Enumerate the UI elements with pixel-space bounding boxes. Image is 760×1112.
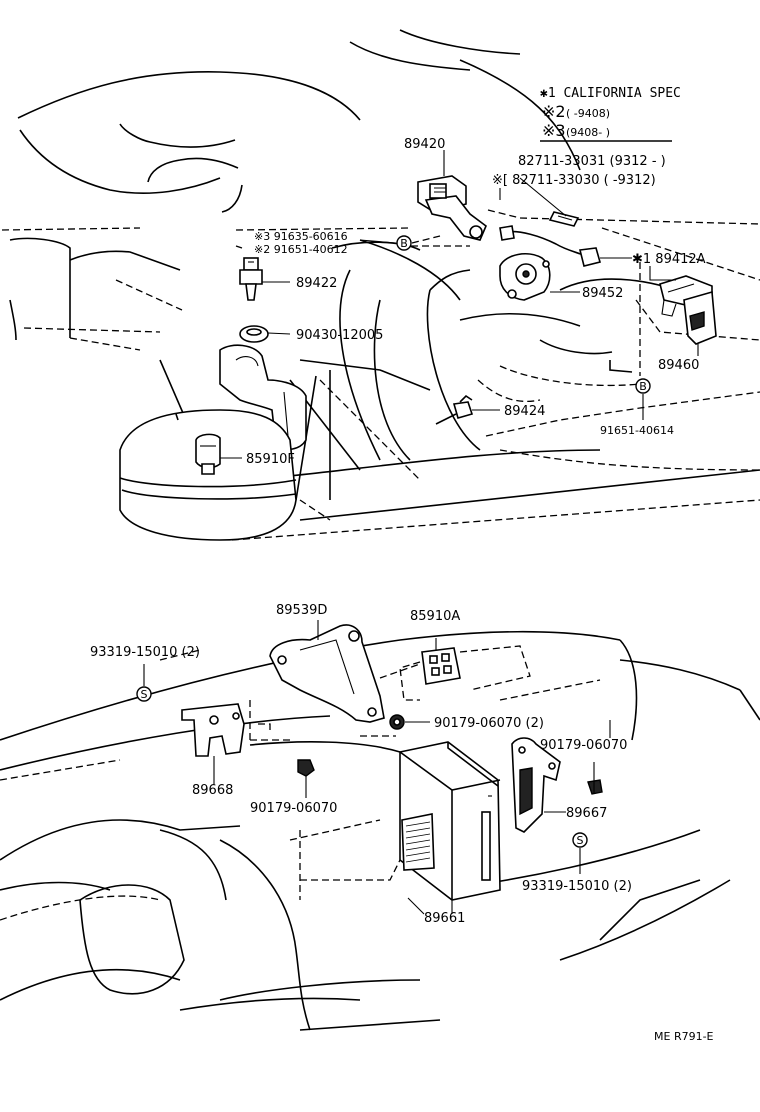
part-89424-sensor bbox=[435, 394, 474, 425]
part-89460-map-sensor bbox=[659, 275, 717, 345]
nut-90179-left bbox=[297, 759, 315, 777]
part-89420-vacuum-switching-valve bbox=[417, 175, 487, 241]
label-91635-60616: ※3 91635-60616 bbox=[254, 230, 348, 243]
diagram-code: ME R791-E bbox=[654, 1030, 714, 1043]
label-89452: 89452 bbox=[582, 286, 623, 301]
legend-range-3: (9408- ) bbox=[566, 126, 610, 139]
label-89668: 89668 bbox=[192, 783, 233, 798]
label-82711-33030: ※[ 82711-33030 ( -9312) bbox=[492, 173, 656, 188]
label-90179-06070-2: 90179-06070 (2) bbox=[434, 716, 544, 731]
legend-mark-3: ※3 bbox=[542, 121, 566, 140]
label-89661: 89661 bbox=[424, 911, 465, 926]
part-89668-bracket bbox=[181, 703, 245, 784]
leader-lines-top bbox=[220, 150, 699, 459]
screw-marker-s-left: S bbox=[136, 686, 152, 702]
part-89539d-bracket bbox=[269, 624, 385, 723]
label-90179-06070-right: 90179-06070 bbox=[540, 738, 627, 753]
legend-mark-2: ※2 bbox=[542, 102, 566, 121]
screw-marker-s-right: S bbox=[572, 832, 588, 848]
part-89667-bracket bbox=[511, 737, 561, 833]
label-89460: 89460 bbox=[658, 358, 699, 373]
label-89667: 89667 bbox=[566, 806, 607, 821]
nut-90179-right bbox=[587, 779, 603, 795]
label-90430-12005: 90430-12005 bbox=[296, 328, 383, 343]
label-89420: 89420 bbox=[404, 137, 445, 152]
labels-top: 89420 82711-33031 (9312 - ) ※[ 82711-330… bbox=[246, 137, 706, 467]
label-85910a: 85910A bbox=[410, 609, 460, 624]
engine-bay-outline bbox=[1, 29, 760, 541]
marker-b-label: B bbox=[400, 237, 408, 250]
bolt-marker-b-upper: B bbox=[396, 235, 412, 251]
label-91651-40612: ※2 91651-40612 bbox=[254, 243, 348, 256]
part-82711-wire-harness bbox=[499, 211, 601, 267]
label-93319-15010-right: 93319-15010 (2) bbox=[522, 879, 632, 894]
label-91651-40614: 91651-40614 bbox=[600, 424, 674, 437]
label-93319-15010-left: 93319-15010 (2) bbox=[90, 645, 200, 660]
legend: ✱1 CALIFORNIA SPEC ※2 ( -9408) ※3 (9408-… bbox=[540, 86, 681, 142]
part-85910f-connector bbox=[195, 433, 221, 475]
dashboard-outline bbox=[0, 630, 760, 1031]
leader-lines-bottom bbox=[143, 620, 611, 915]
part-89661-ecu bbox=[399, 741, 501, 901]
label-89424: 89424 bbox=[504, 404, 545, 419]
part-89422-intake-air-temp-sensor bbox=[239, 257, 263, 301]
label-89412a: ✱1 89412A bbox=[632, 252, 706, 267]
part-90430-gasket bbox=[239, 325, 269, 343]
label-90179-06070-left: 90179-06070 bbox=[250, 801, 337, 816]
bolt-marker-b-lower: B bbox=[635, 378, 651, 394]
nut-90179-upper bbox=[389, 714, 405, 730]
part-85910a-connector bbox=[399, 638, 531, 701]
label-85910f: 85910F bbox=[246, 452, 295, 467]
marker-s-label: S bbox=[577, 834, 584, 847]
label-89422: 89422 bbox=[296, 276, 337, 291]
label-82711-33031: 82711-33031 (9312 - ) bbox=[518, 154, 666, 169]
legend-range-2: ( -9408) bbox=[566, 107, 610, 120]
part-89452-throttle-sensor bbox=[499, 253, 551, 301]
labels-bottom: 89539D 85910A 93319-15010 (2) 90179-0607… bbox=[90, 603, 632, 926]
label-89539d: 89539D bbox=[276, 603, 327, 618]
marker-s-label: S bbox=[141, 688, 148, 701]
marker-b-label: B bbox=[639, 380, 647, 393]
legend-california: ✱1 CALIFORNIA SPEC bbox=[540, 86, 681, 101]
